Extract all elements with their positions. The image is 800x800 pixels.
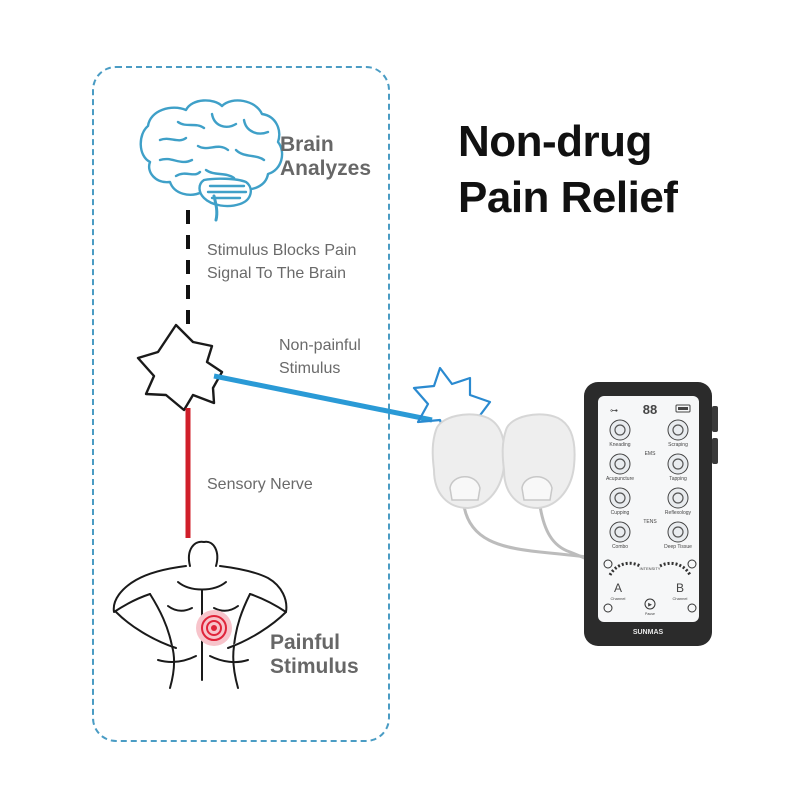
channel-a-minus-button[interactable] [603, 603, 613, 613]
mode-button-deep-tissue[interactable] [667, 521, 689, 543]
block-label: Stimulus Blocks Pain Signal To The Brain [207, 242, 357, 282]
sensory-nerve-label: Sensory Nerve [207, 476, 313, 493]
mode-button-kneading[interactable] [609, 419, 631, 441]
massage-hand-icon [672, 458, 684, 470]
electrode-pad-left [431, 413, 506, 510]
channel-b-plus-button[interactable] [687, 559, 697, 569]
mode-label: Cupping [611, 510, 630, 516]
channel-a-plus-button[interactable] [603, 559, 613, 569]
brand-logo: SUNMAS [633, 629, 664, 636]
play-pause-icon: ▶ [648, 602, 652, 608]
ems-button[interactable]: EMS [645, 451, 657, 457]
pause-label: Pause [645, 612, 655, 616]
tens-button[interactable]: TENS [643, 519, 657, 525]
pathway-frame [92, 66, 390, 742]
lock-icon: ⊶ [610, 406, 618, 415]
channel-a-label: Channel [611, 596, 626, 601]
painful-label: Painful Stimulus [270, 631, 359, 678]
mode-label: Scraping [668, 442, 688, 448]
mode-label: Acupuncture [606, 476, 634, 482]
battery-icon [675, 404, 691, 413]
channel-b-minus-button[interactable] [687, 603, 697, 613]
mode-button-tapping[interactable] [667, 453, 689, 475]
brain-icon [139, 99, 284, 222]
massage-hand-icon [614, 458, 626, 470]
massage-hand-icon [672, 424, 684, 436]
mode-label: Tapping [669, 476, 687, 482]
nonpainful-label: Non-painful Stimulus [279, 337, 361, 377]
channel-b-button[interactable]: B [676, 581, 684, 595]
channel-a-button[interactable]: A [614, 581, 622, 595]
brain-label: Brain Analyzes [280, 133, 372, 180]
stimulus-line [213, 373, 433, 423]
mode-button-reflexology[interactable] [667, 487, 689, 509]
mode-label: Reflexology [665, 510, 692, 516]
massage-hand-icon [614, 492, 626, 504]
massage-hand-icon [614, 526, 626, 538]
pain-spot-icon [196, 610, 232, 646]
mode-label: Deep Tissue [664, 544, 692, 550]
electrode-pad-right [501, 413, 576, 510]
massage-hand-icon [672, 526, 684, 538]
device-display-number: 88 [643, 402, 657, 417]
mode-button-acupuncture[interactable] [609, 453, 631, 475]
junction-star-icon [136, 323, 224, 412]
mode-button-combo[interactable] [609, 521, 631, 543]
massage-hand-icon [672, 492, 684, 504]
massage-hand-icon [614, 424, 626, 436]
mode-label: Kneading [609, 442, 630, 448]
mode-label: Combo [612, 544, 628, 550]
mode-button-cupping[interactable] [609, 487, 631, 509]
person-back-icon [112, 540, 288, 689]
pause-button[interactable] [644, 598, 656, 610]
channel-b-label: Channel [673, 596, 688, 601]
electrode-wires [462, 504, 598, 566]
intensity-label: INTENSITY [640, 566, 661, 571]
mode-button-scraping[interactable] [667, 419, 689, 441]
page-title: Non-drug Pain Relief [458, 117, 678, 222]
